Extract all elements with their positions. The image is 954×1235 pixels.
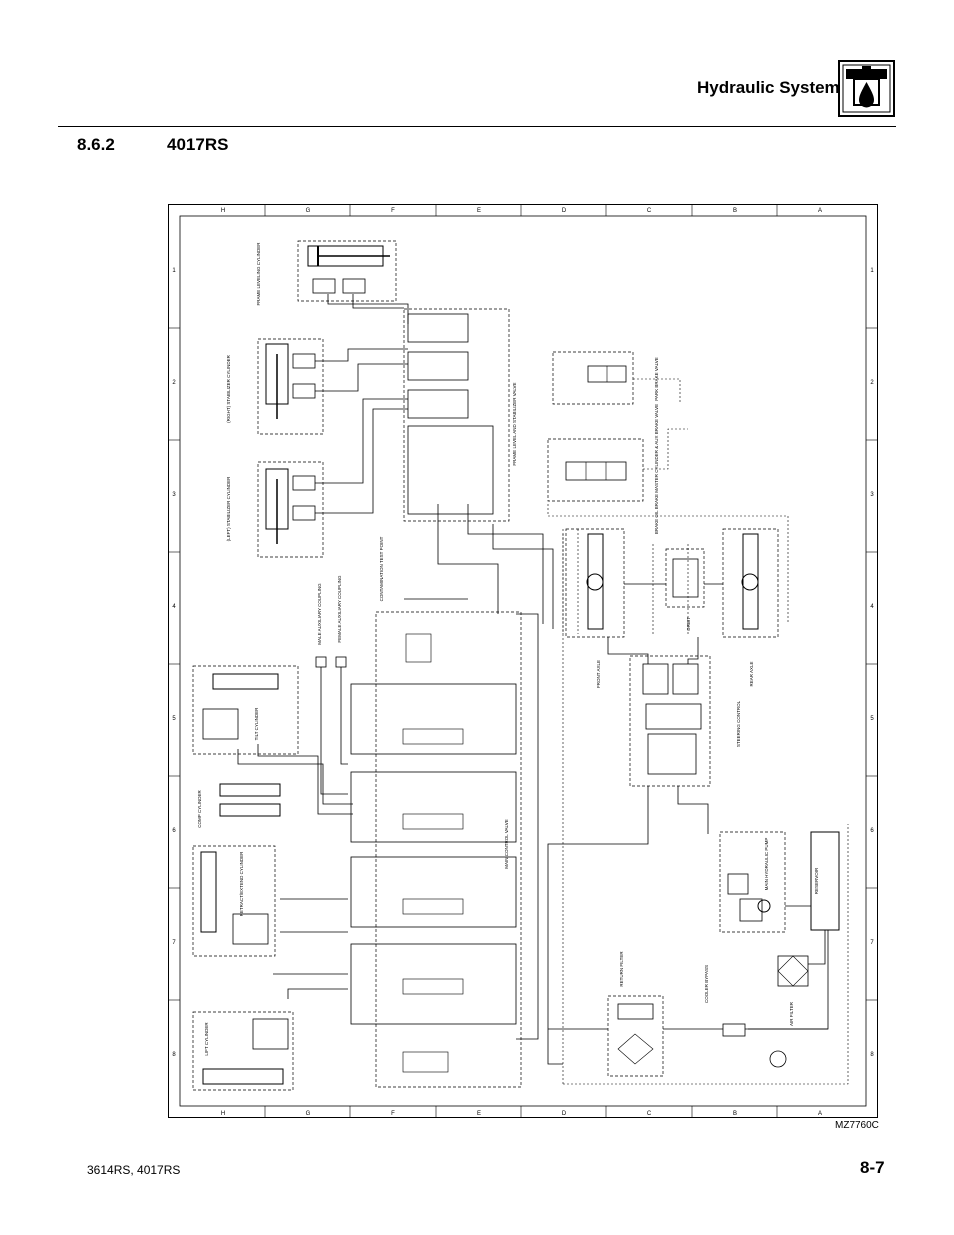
frame-level-valve: FRAME LEVEL AND STABILIZER VALVE — [403, 308, 517, 522]
rear-axle-label: REAR AXLE — [749, 661, 754, 686]
return-filter: RETURN FILTER — [607, 951, 664, 1077]
zone-letter-top-b: B — [733, 208, 737, 214]
zone-letter-bottom-e: E — [477, 1111, 481, 1117]
orbit-label: ORBIT — [686, 617, 691, 631]
zone-letter-bottom-g: G — [306, 1111, 311, 1117]
hydraulic-schematic: H G F E D C B A H G F E D C B A 1 2 3 4 … — [168, 204, 878, 1118]
front-axle: FRONT AXLE — [565, 528, 625, 688]
park-brake-valve-label: PARK BRAKE VALVE — [654, 357, 659, 401]
comp-cylinder-label: COMP CYLINDER — [197, 790, 202, 828]
retract-extend-cylinder: RETRACT/EXTEND CYLINDER — [192, 845, 276, 957]
orbit-valve: ORBIT — [665, 548, 705, 631]
zone-letter-top-c: C — [647, 208, 652, 214]
zone-number-left-3: 3 — [172, 492, 176, 498]
lift-cylinder: LIFT CYLINDER — [192, 1011, 294, 1091]
left-stabilizer-cylinder-label: (LEFT) STABILIZER CYLINDER — [226, 476, 231, 541]
contamination-test-point: CONTAMINATION TEST POINT — [379, 536, 468, 601]
reservoir: RESERVOIR — [810, 831, 840, 931]
zone-number-left-4: 4 — [172, 604, 176, 610]
zone-number-right-1: 1 — [870, 268, 874, 274]
zone-number-right-8: 8 — [870, 1052, 874, 1058]
page-number: 8-7 — [860, 1158, 885, 1177]
lift-cylinder-label: LIFT CYLINDER — [204, 1022, 209, 1056]
section-number: 8.6.2 — [77, 135, 115, 154]
male-aux-coupling-label: MALE AUXILIARY COUPLING — [317, 583, 322, 645]
zone-number-left-2: 2 — [172, 380, 176, 386]
comp-cylinder: COMP CYLINDER — [197, 783, 281, 828]
header-rule — [58, 126, 896, 127]
auxiliary-couplings: MALE AUXILIARY COUPLING FEMALE AUXILIARY… — [315, 575, 348, 795]
cooler-bypass-label: COOLER BYPASS — [704, 965, 709, 1003]
return-filter-label: RETURN FILTER — [619, 951, 624, 987]
zone-letter-top-g: G — [306, 208, 311, 214]
zone-letter-top-d: D — [562, 208, 567, 214]
steering-control-label: STEERING CONTROL — [736, 700, 741, 747]
zone-number-left-1: 1 — [172, 268, 176, 274]
footer-models: 3614RS, 4017RS — [87, 1163, 181, 1177]
zone-number-right-7: 7 — [870, 940, 874, 946]
tilt-cylinder-label: TILT CYLINDER — [254, 707, 259, 741]
zone-letter-top-h: H — [221, 208, 225, 214]
air-filter: AIR FILTER — [777, 955, 809, 1026]
tilt-cylinder: TILT CYLINDER — [192, 665, 299, 755]
park-brake-valve: PARK BRAKE VALVE — [552, 351, 659, 405]
rear-axle: REAR AXLE — [722, 528, 779, 687]
steering-control: STEERING CONTROL — [629, 655, 741, 787]
zone-letter-bottom-h: H — [221, 1111, 225, 1117]
brake-valve: BRAKE OIL BRAKE MASTER CYLINDER & AUX BR… — [547, 404, 659, 534]
front-axle-label: FRONT AXLE — [596, 660, 601, 688]
frame-leveling-cylinder: FRAME LEVELING CYLINDER — [256, 240, 397, 306]
main-pump-label: MAIN HYDRAULIC PUMP — [764, 838, 769, 891]
female-aux-coupling-label: FEMALE AUXILIARY COUPLING — [337, 575, 342, 643]
right-stabilizer-cylinder-label: (RIGHT) STABILIZER CYLINDER — [226, 354, 231, 422]
section-heading: 8.6.2 4017RS — [77, 135, 228, 155]
zone-number-left-6: 6 — [172, 828, 176, 834]
header-title: Hydraulic System — [697, 78, 840, 97]
zone-number-right-6: 6 — [870, 828, 874, 834]
zone-number-left-8: 8 — [172, 1052, 176, 1058]
reservoir-label: RESERVOIR — [814, 867, 819, 894]
cooler-bypass: COOLER BYPASS — [704, 965, 787, 1068]
hydraulic-fluid-icon — [838, 60, 895, 117]
zone-letter-top-f: F — [391, 208, 395, 214]
zone-number-left-5: 5 — [172, 716, 176, 722]
zone-number-left-7: 7 — [172, 940, 176, 946]
left-stabilizer-cylinder: (LEFT) STABILIZER CYLINDER — [226, 461, 324, 558]
drawing-number: MZ7760C — [835, 1120, 879, 1131]
zone-letter-bottom-b: B — [733, 1111, 737, 1117]
contamination-test-point-label: CONTAMINATION TEST POINT — [379, 536, 384, 601]
zone-number-right-3: 3 — [870, 492, 874, 498]
zone-letter-bottom-a: A — [818, 1111, 822, 1117]
zone-number-right-2: 2 — [870, 380, 874, 386]
frame-leveling-cylinder-label: FRAME LEVELING CYLINDER — [256, 242, 261, 306]
section-title: 4017RS — [167, 135, 229, 154]
main-control-valve: MAIN CONTROL VALVE — [350, 611, 522, 1088]
retract-extend-cylinder-label: RETRACT/EXTEND CYLINDER — [239, 851, 244, 917]
zone-letter-top-a: A — [818, 208, 822, 214]
main-control-valve-label: MAIN CONTROL VALVE — [504, 819, 509, 868]
zone-letter-bottom-f: F — [391, 1111, 395, 1117]
frame-level-valve-label: FRAME LEVEL AND STABILIZER VALVE — [512, 382, 517, 465]
main-pump: MAIN HYDRAULIC PUMP — [719, 831, 786, 933]
zone-letter-bottom-d: D — [562, 1111, 567, 1117]
zone-letter-top-e: E — [477, 208, 481, 214]
zone-number-right-5: 5 — [870, 716, 874, 722]
air-filter-label: AIR FILTER — [789, 1001, 794, 1026]
right-stabilizer-cylinder: (RIGHT) STABILIZER CYLINDER — [226, 338, 324, 435]
zone-number-right-4: 4 — [870, 604, 874, 610]
zone-letter-bottom-c: C — [647, 1111, 652, 1117]
